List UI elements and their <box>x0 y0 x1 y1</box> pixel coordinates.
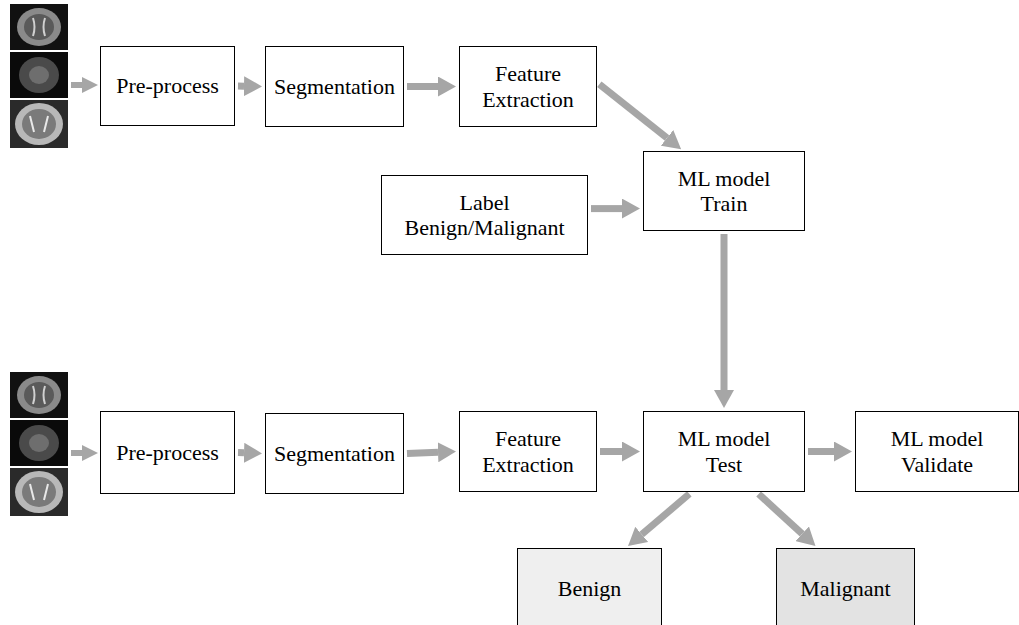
flow-arrow <box>808 448 834 455</box>
box-label: ML model Test <box>669 426 779 477</box>
text-group: Label Benign/Malignant <box>395 190 575 241</box>
input-arrow <box>71 450 82 456</box>
flow-arrow <box>591 205 622 212</box>
flow-arrow <box>407 83 438 90</box>
text-group: Malignant <box>800 576 890 601</box>
box-label: Pre-process <box>116 73 219 98</box>
box-label: Benign <box>558 576 622 601</box>
flow-arrow <box>721 234 728 390</box>
model-box: ML model Train <box>643 151 805 231</box>
text-group: Segmentation <box>274 74 395 99</box>
box-label: ML model Train <box>669 166 779 217</box>
mri-slices-bottom <box>10 372 68 516</box>
box-label: Malignant <box>800 576 890 601</box>
text-group: ML model Train <box>669 166 779 217</box>
process-box: Feature Extraction <box>459 411 597 492</box>
flow-arrow <box>759 494 803 534</box>
flow-arrow <box>600 448 622 455</box>
box-label: Feature Extraction <box>468 426 588 477</box>
result-box: Benign <box>517 548 662 625</box>
box-label: ML model Validate <box>882 426 992 477</box>
process-box: Feature Extraction <box>459 46 597 127</box>
process-box: Segmentation <box>265 413 404 494</box>
text-group: ML model Test <box>669 426 779 477</box>
box-label: Feature Extraction <box>468 61 588 112</box>
text-group: ML model Validate <box>882 426 992 477</box>
model-box: ML model Test <box>643 411 805 492</box>
box-label: Pre-process <box>116 440 219 465</box>
flow-arrow <box>599 84 667 138</box>
flow-arrow <box>238 83 244 90</box>
box-label: Segmentation <box>274 441 395 466</box>
flow-arrow <box>407 452 438 453</box>
box-label: Segmentation <box>274 74 395 99</box>
input-arrow <box>71 82 82 88</box>
result-box: Malignant <box>776 548 915 625</box>
text-group: Segmentation <box>274 441 395 466</box>
flow-arrow <box>642 494 690 534</box>
text-group: Benign <box>558 576 622 601</box>
flow-arrow <box>238 449 244 456</box>
box-label: Label Benign/Malignant <box>395 190 575 241</box>
model-box: ML model Validate <box>855 411 1019 492</box>
label-box: Label Benign/Malignant <box>381 175 588 255</box>
process-box: Pre-process <box>100 411 235 494</box>
process-box: Segmentation <box>265 46 404 127</box>
mri-slices-top <box>10 4 68 148</box>
text-group: Pre-process <box>116 73 219 98</box>
text-group: Pre-process <box>116 440 219 465</box>
text-group: Feature Extraction <box>468 61 588 112</box>
process-box: Pre-process <box>100 46 235 126</box>
text-group: Feature Extraction <box>468 426 588 477</box>
